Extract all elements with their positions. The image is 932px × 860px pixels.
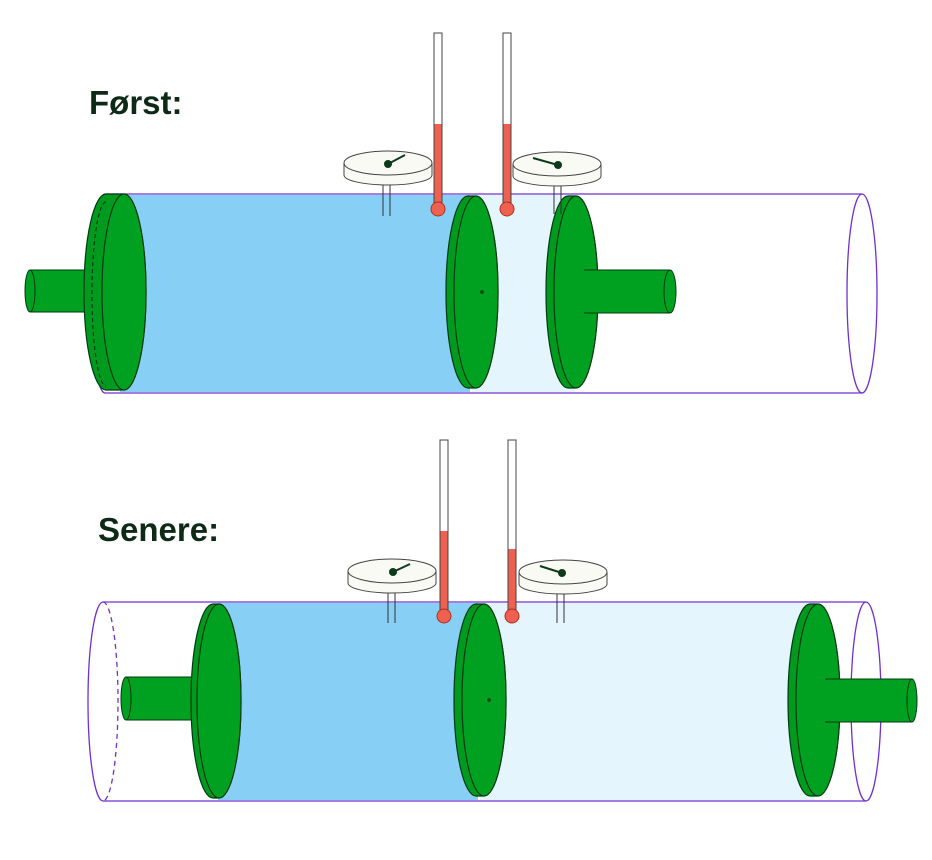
middle-piston <box>445 195 499 389</box>
thermometer-right <box>499 32 515 217</box>
right-piston-rod <box>825 678 918 723</box>
pressure-gauge-right <box>512 151 602 214</box>
thermometer-left <box>430 32 446 217</box>
pressure-gauge-right <box>518 559 608 623</box>
pressure-gauge-left <box>347 558 437 623</box>
cylinder <box>90 193 878 394</box>
scene-after <box>87 439 918 802</box>
right-piston-rod <box>584 269 677 314</box>
left-piston-rod <box>120 676 203 721</box>
thermometer-left <box>436 439 452 624</box>
gas-left-chamber <box>218 603 478 800</box>
left-piston <box>190 603 242 799</box>
thermometer-right <box>504 439 520 624</box>
pressure-gauge-left <box>343 150 433 216</box>
left-piston <box>83 193 147 391</box>
gas-right-chamber <box>480 603 815 800</box>
label-before: Først: <box>89 84 183 121</box>
right-piston <box>545 195 599 389</box>
gas-left-chamber <box>120 195 470 392</box>
right-piston <box>787 603 841 797</box>
scene-before <box>24 32 878 394</box>
middle-piston <box>453 603 507 797</box>
label-after: Senere: <box>98 511 220 548</box>
